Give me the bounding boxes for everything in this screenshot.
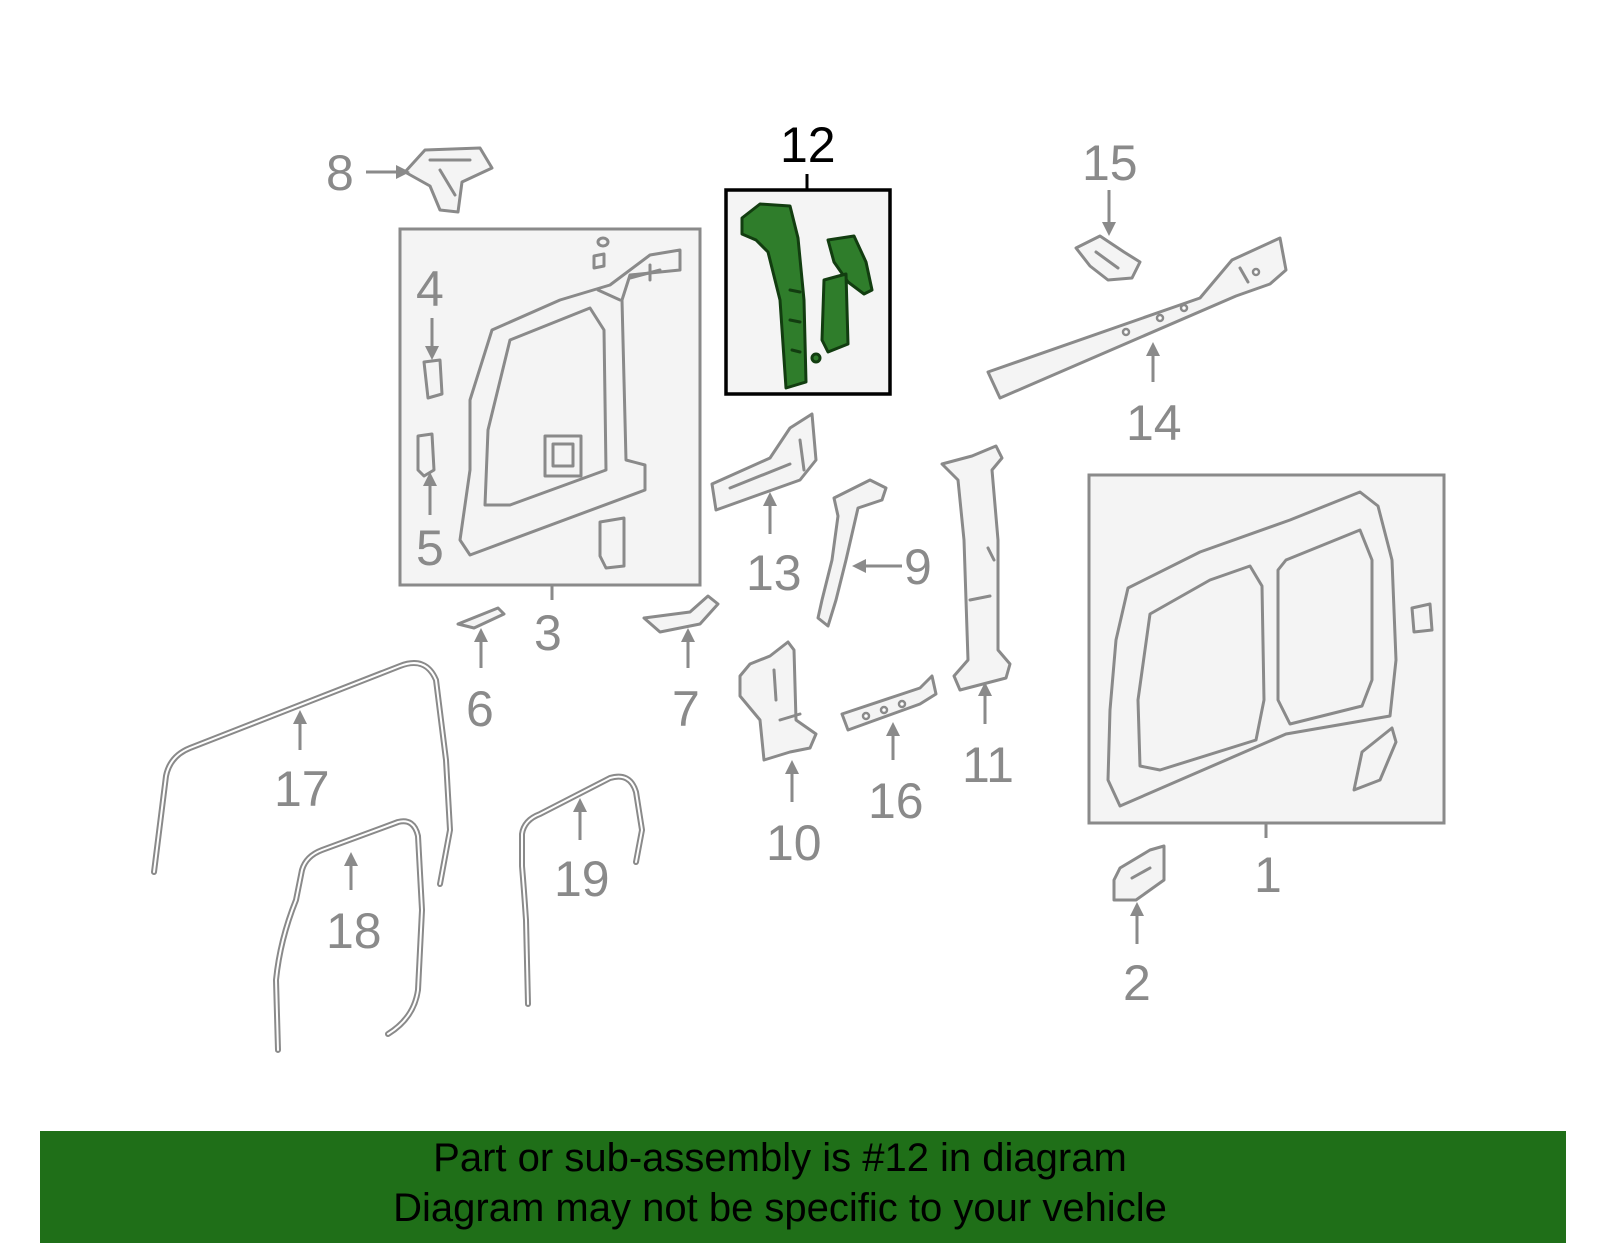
banner-line-part-number: Part or sub-assembly is #12 in diagram [433, 1136, 1127, 1180]
part-2[interactable] [1112, 844, 1166, 902]
callout-8[interactable]: 8 [326, 145, 354, 201]
callout-7[interactable]: 7 [672, 681, 700, 737]
weatherstrip-18[interactable] [273, 818, 425, 1053]
part-11[interactable] [940, 444, 1012, 692]
weatherstrip-17[interactable] [151, 660, 453, 887]
part-13[interactable] [710, 412, 818, 512]
part-4[interactable] [422, 358, 444, 400]
arrowhead-19 [573, 798, 587, 812]
callout-15[interactable]: 15 [1082, 135, 1138, 191]
callout-3[interactable]: 3 [534, 605, 562, 661]
callout-13[interactable]: 13 [746, 545, 802, 601]
part-12-highlighted[interactable] [740, 202, 874, 390]
callout-5[interactable]: 5 [416, 520, 444, 576]
arrowhead-13 [763, 492, 777, 506]
part-3-inner-panel[interactable] [458, 236, 682, 570]
arrowhead-9 [852, 559, 866, 573]
arrowhead-6 [474, 628, 488, 642]
weatherstrip-19[interactable] [519, 773, 645, 1007]
arrowhead-16 [886, 722, 900, 736]
part-6[interactable] [456, 606, 506, 630]
callout-12[interactable]: 12 [780, 117, 836, 173]
arrowhead-5 [423, 472, 437, 486]
callout-19[interactable]: 19 [554, 851, 610, 907]
part-9[interactable] [816, 478, 888, 628]
banner-line-disclaimer: Diagram may not be specific to your vehi… [393, 1186, 1167, 1230]
arrowhead-4 [425, 346, 439, 360]
callout-9[interactable]: 9 [904, 539, 932, 595]
arrowhead-8 [396, 165, 410, 179]
arrowhead-7 [681, 628, 695, 642]
part-5[interactable] [416, 432, 436, 478]
callout-6[interactable]: 6 [466, 681, 494, 737]
arrowhead-2 [1130, 902, 1144, 916]
callout-18[interactable]: 18 [326, 903, 382, 959]
callout-16[interactable]: 16 [868, 773, 924, 829]
arrowhead-10 [785, 760, 799, 774]
callout-17[interactable]: 17 [274, 761, 330, 817]
callout-14[interactable]: 14 [1126, 395, 1182, 451]
callout-11[interactable]: 11 [962, 737, 1014, 793]
part-8[interactable] [403, 146, 494, 214]
arrowhead-17 [293, 710, 307, 724]
part-16[interactable] [840, 674, 938, 732]
callout-4[interactable]: 4 [416, 261, 444, 317]
part-14[interactable] [986, 236, 1288, 400]
part-1-outer-panel[interactable] [1106, 490, 1434, 808]
info-banner: Part or sub-assembly is #12 in diagram D… [40, 1131, 1566, 1243]
callout-2[interactable]: 2 [1123, 955, 1151, 1011]
callout-1[interactable]: 1 [1254, 847, 1282, 903]
part-15[interactable] [1074, 234, 1142, 282]
arrowhead-14 [1146, 342, 1160, 356]
part-10[interactable] [738, 640, 818, 762]
callout-10[interactable]: 10 [766, 815, 822, 871]
arrowhead-18 [344, 852, 358, 866]
arrowhead-11 [978, 682, 992, 696]
part-7[interactable] [642, 594, 720, 634]
arrowhead-15 [1102, 222, 1116, 236]
